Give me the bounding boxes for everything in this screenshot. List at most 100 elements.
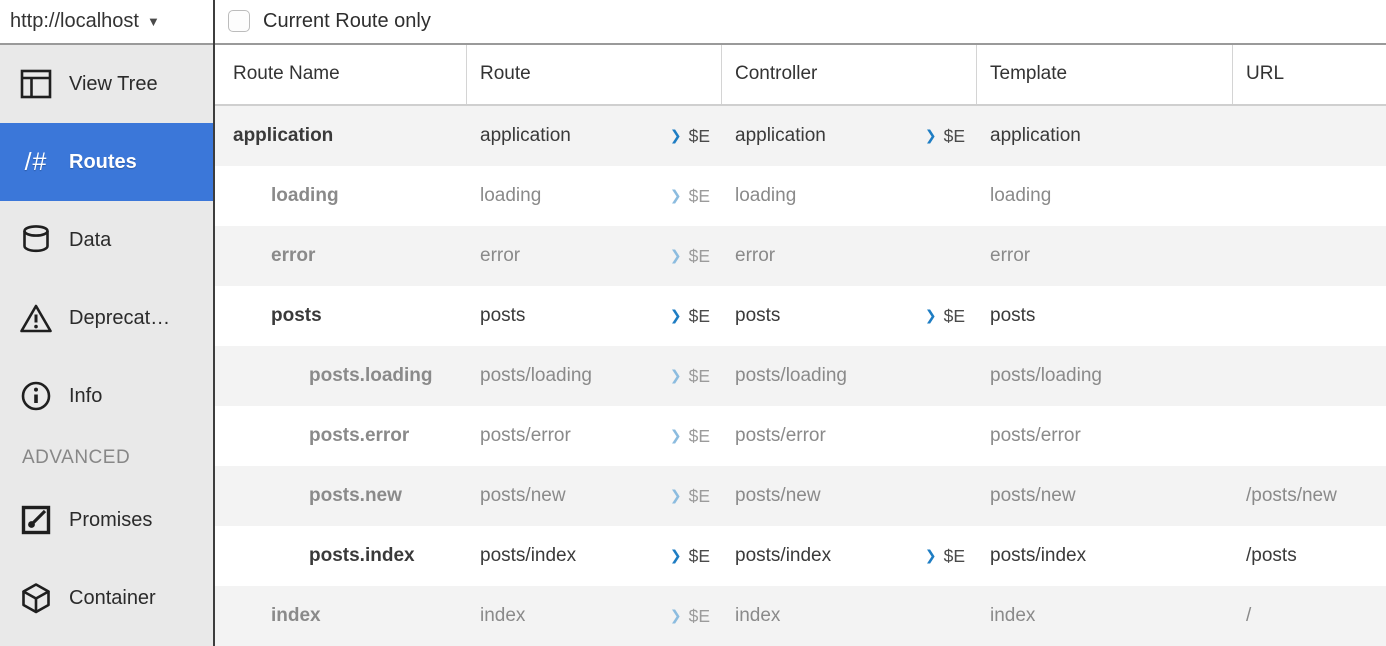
- send-to-console-button[interactable]: ❯$E: [925, 306, 977, 327]
- route-name-cell: application: [215, 106, 467, 166]
- url-cell: /posts: [1233, 526, 1386, 586]
- template-cell: index: [977, 586, 1233, 646]
- route-text: posts: [480, 305, 526, 326]
- template-text: index: [990, 605, 1036, 626]
- sidebar-item-promises[interactable]: Promises: [0, 481, 213, 559]
- inspect-label: $E: [688, 365, 710, 386]
- template-cell: posts/index: [977, 526, 1233, 586]
- template-text: posts/error: [990, 425, 1081, 446]
- route-cell: posts/new❯$E: [467, 466, 722, 526]
- controller-cell: posts/loading: [722, 346, 977, 406]
- route-name-cell: posts: [215, 286, 467, 346]
- route-cell: posts/index❯$E: [467, 526, 722, 586]
- route-cell: index ❯$E: [467, 586, 722, 646]
- url-cell: [1233, 286, 1386, 346]
- send-to-console-button[interactable]: ❯ $E: [670, 246, 722, 267]
- controller-text: index: [735, 605, 781, 626]
- route-name-text: posts.index: [309, 545, 415, 566]
- chevron-right-icon: ❯: [669, 248, 682, 264]
- data-icon: [18, 224, 54, 256]
- route-text: index: [480, 605, 526, 626]
- sidebar-item-container[interactable]: Container: [0, 559, 213, 637]
- inspect-label: $E: [688, 305, 710, 326]
- column-header-route-name: Route Name: [215, 44, 467, 104]
- controller-text: error: [735, 245, 776, 266]
- chevron-right-icon: ❯: [669, 368, 682, 384]
- send-to-console-button[interactable]: ❯$E: [670, 486, 722, 507]
- route-name-text: posts.loading: [309, 365, 433, 386]
- column-header-route: Route: [467, 44, 722, 104]
- route-text: application: [480, 125, 571, 146]
- route-name-text: index: [271, 605, 321, 626]
- route-name-cell: loading: [215, 166, 467, 226]
- send-to-console-button[interactable]: ❯$E: [670, 606, 722, 627]
- promises-icon: [18, 505, 54, 535]
- chevron-right-icon: ❯: [924, 548, 937, 564]
- route-name-text: loading: [271, 185, 339, 206]
- template-cell: posts/new: [977, 466, 1233, 526]
- container-icon: [18, 582, 54, 615]
- info-icon: [18, 380, 54, 412]
- chevron-right-icon: ❯: [669, 608, 682, 624]
- controller-cell: application ❯$E: [722, 106, 977, 166]
- sidebar-item-view-tree[interactable]: View Tree: [0, 45, 213, 123]
- send-to-console-button[interactable]: ❯$E: [670, 426, 722, 447]
- send-to-console-button[interactable]: ❯$E: [670, 126, 722, 147]
- sidebar-item-data[interactable]: Data: [0, 201, 213, 279]
- chevron-right-icon: ❯: [924, 308, 937, 324]
- url-cell: [1233, 106, 1386, 166]
- send-to-console-button[interactable]: ❯$E: [925, 126, 977, 147]
- send-to-console-button[interactable]: ❯$E: [670, 306, 722, 327]
- url-cell: [1233, 406, 1386, 466]
- current-route-only-checkbox[interactable]: [228, 10, 250, 33]
- route-name-text: error: [271, 245, 316, 266]
- controller-text: posts/error: [735, 425, 826, 446]
- route-row: posts.loading posts/loading ❯ $E posts/loadi…: [215, 346, 1386, 406]
- url-dropdown[interactable]: http://localhost ▼: [0, 0, 213, 45]
- route-name-cell: posts.loading: [215, 346, 467, 406]
- current-route-only-label[interactable]: Current Route only: [263, 9, 431, 32]
- route-name-cell: index: [215, 586, 467, 646]
- routes-icon: /#: [24, 147, 48, 176]
- caret-down-icon: ▼: [146, 14, 160, 29]
- template-cell: posts: [977, 286, 1233, 346]
- send-to-console-button[interactable]: ❯$E: [670, 186, 722, 207]
- route-cell: posts/error❯$E: [467, 406, 722, 466]
- route-row: error error ❯ $E error error: [215, 226, 1386, 286]
- controller-text: application: [735, 125, 826, 146]
- inspect-label: $E: [688, 425, 710, 446]
- template-text: error: [990, 245, 1031, 266]
- inspect-label: $E: [943, 545, 965, 566]
- chevron-right-icon: ❯: [669, 128, 682, 144]
- url-text: /posts/new: [1246, 485, 1337, 506]
- sidebar-item-label: View Tree: [69, 72, 158, 95]
- url-text: /: [1246, 605, 1252, 626]
- controller-text: posts/loading: [735, 365, 847, 386]
- url-cell: [1233, 226, 1386, 286]
- controller-text: loading: [735, 185, 797, 206]
- chevron-right-icon: ❯: [924, 128, 937, 144]
- sidebar-item-label: Deprecat…: [69, 306, 171, 329]
- send-to-console-button[interactable]: ❯ $E: [925, 546, 977, 567]
- column-header-template: Template: [977, 44, 1233, 104]
- sidebar-item-routes[interactable]: /#Routes: [0, 123, 213, 201]
- route-name-text: application: [233, 125, 334, 146]
- route-row: index index ❯$E index index /: [215, 586, 1386, 646]
- template-cell: loading: [977, 166, 1233, 226]
- route-text: posts/loading: [480, 365, 592, 386]
- inspect-label: $E: [688, 545, 710, 566]
- controller-text: posts/new: [735, 485, 821, 506]
- sidebar-item-info[interactable]: Info: [0, 357, 213, 435]
- send-to-console-button[interactable]: ❯$E: [670, 546, 722, 567]
- send-to-console-button[interactable]: ❯ $E: [670, 366, 722, 387]
- sidebar-item-deprecat[interactable]: Deprecat…: [0, 279, 213, 357]
- url-cell: /posts/new: [1233, 466, 1386, 526]
- route-text: error: [480, 245, 521, 266]
- inspect-label: $E: [688, 245, 710, 266]
- view-tree-icon: [18, 69, 54, 99]
